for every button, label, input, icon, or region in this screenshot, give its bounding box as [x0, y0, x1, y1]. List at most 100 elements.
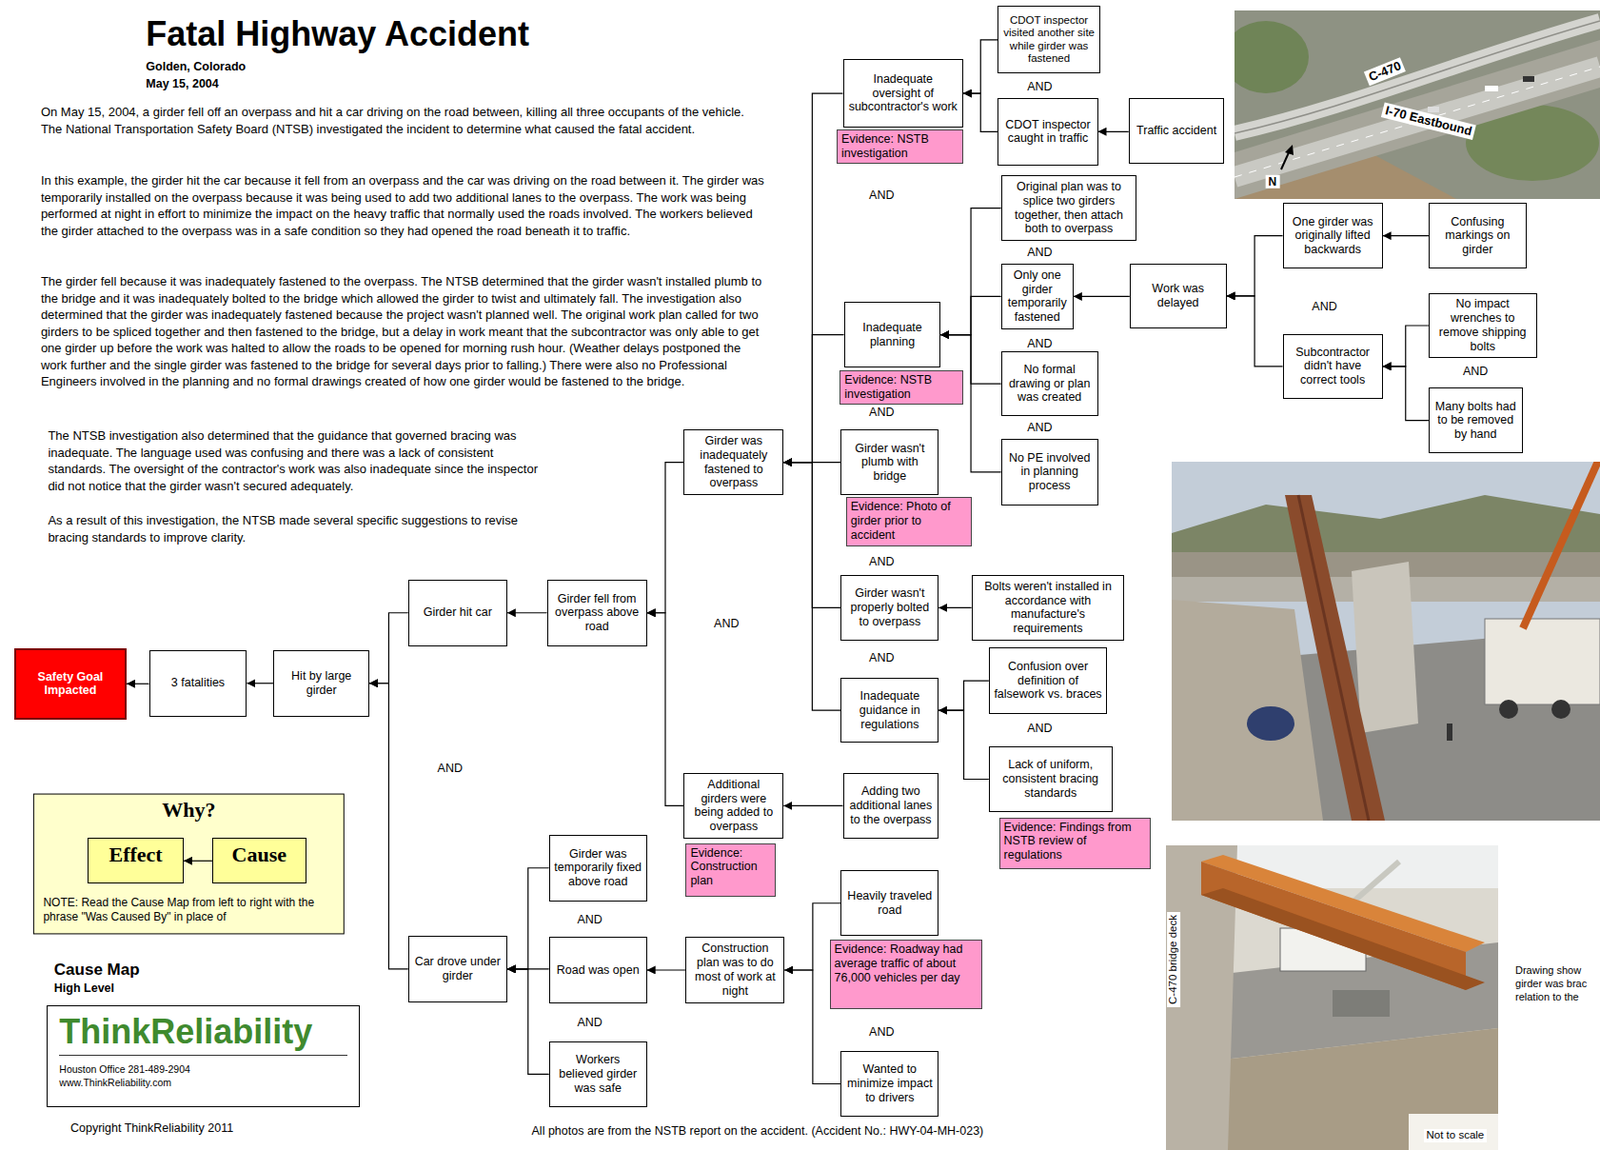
connector: [246, 682, 274, 684]
node-text: Inadequate planning: [849, 320, 937, 350]
node-text: Houston Office 281-489-2904 www.ThinkRel…: [59, 1063, 226, 1089]
node-text: Wanted to minimize impact to drivers: [845, 1062, 934, 1105]
photo-shape: [1171, 461, 1600, 821]
cause-box: Lack of uniform, consistent bracing stan…: [988, 746, 1113, 813]
node-text: 3 fatalities: [154, 675, 243, 691]
cause-box: Girder hit car: [408, 579, 508, 647]
cause-box: Girder fell from overpass above road: [547, 579, 648, 647]
and-label: AND: [869, 405, 894, 420]
evidence-box: Evidence: Construction plan: [685, 843, 775, 898]
connector: [783, 805, 843, 807]
node-text: Only one girder temporarily fastened: [1006, 268, 1069, 325]
and-label: AND: [869, 187, 894, 202]
node-text: Original plan was to splice two girders …: [1006, 179, 1133, 237]
cause-box: Additional girders were being added to o…: [683, 772, 784, 840]
node-text: CDOT inspector visited another site whil…: [1002, 14, 1095, 66]
photo-shape: [1234, 20, 1309, 94]
photo-caption: Drawing show girder was brac relation to…: [1515, 963, 1598, 1004]
connector: [963, 39, 998, 94]
cause-box: Only one girder temporarily fastened: [1001, 263, 1074, 331]
connector: [938, 680, 989, 711]
and-label: AND: [576, 911, 602, 927]
legend-key-box: Effect: [87, 837, 184, 884]
node-text: Evidence: NSTB investigation: [844, 373, 959, 402]
cause-box: Inadequate planning: [844, 301, 942, 368]
node-text: Girder fell from overpass above road: [552, 592, 643, 634]
node-text: Girder hit car: [413, 605, 503, 620]
and-label: AND: [576, 1015, 602, 1030]
connector: [940, 296, 1001, 335]
paragraph: As a result of this investigation, the N…: [47, 512, 553, 546]
collapse-photo: [1171, 461, 1600, 821]
node-text: Confusing markings on girder: [1433, 215, 1522, 257]
connector: [783, 335, 844, 463]
photo-shape: [1522, 76, 1535, 82]
and-label: AND: [1027, 79, 1052, 95]
cause-box: Girder wasn't plumb with bridge: [840, 429, 939, 495]
node-text: Road was open: [553, 963, 643, 978]
node-text: Heavily traveled road: [845, 888, 934, 918]
photo-credit: All photos are from the NSTB report on t…: [532, 1124, 985, 1139]
photo-shape: [1484, 618, 1600, 705]
node-text: Girder was temporarily fixed above road: [553, 847, 643, 889]
cause-box: CDOT inspector visited another site whil…: [997, 5, 1100, 74]
node-text: Evidence: Roadway had average traffic of…: [834, 942, 979, 985]
scale-note: Not to scale: [1423, 1128, 1488, 1143]
photo-shape: [1171, 599, 1324, 821]
evidence-box: Evidence: NSTB investigation: [839, 370, 964, 405]
cause-box: Adding two additional lanes to the overp…: [843, 772, 940, 840]
photo-shape: [1484, 85, 1499, 92]
node-text: Car drove under girder: [413, 954, 503, 984]
connector: [1382, 235, 1429, 237]
cause-box: Bolts weren't installed in accordance wi…: [971, 574, 1126, 642]
node-text: Why?: [33, 798, 344, 822]
paragraph: The NTSB investigation also determined t…: [47, 427, 553, 494]
cause-box: Traffic accident: [1128, 98, 1225, 164]
photo-shape: [1446, 723, 1453, 741]
connector: [369, 612, 409, 684]
node-text: Confusion over definition of falsework v…: [993, 659, 1103, 702]
photo-shape: [1427, 106, 1440, 113]
photo-label: C-470 bridge deck: [1166, 911, 1181, 1008]
section-heading: Cause Map: [54, 960, 140, 980]
photo-shape: [1284, 494, 1385, 821]
cause-box: Wanted to minimize impact to drivers: [840, 1050, 939, 1117]
connector: [183, 860, 213, 862]
connector: [647, 612, 685, 807]
and-label: AND: [1027, 420, 1052, 435]
node-text: Evidence: Construction plan: [690, 846, 771, 889]
connector: [938, 710, 989, 779]
photo-shape: [1551, 699, 1571, 719]
photo-shape: [1165, 845, 1499, 1150]
evidence-box: Evidence: Findings from NSTB review of r…: [999, 817, 1152, 870]
photo-shape: [1499, 699, 1519, 719]
cause-box: Road was open: [549, 936, 648, 1004]
connector: [647, 968, 687, 970]
node-text: Evidence: NSTB investigation: [841, 132, 959, 161]
evidence-box: Evidence: Photo of girder prior to accid…: [846, 496, 972, 546]
goal-box: Safety Goal Impacted: [14, 648, 127, 720]
paragraph: On May 15, 2004, a girder fell off an ov…: [40, 103, 766, 138]
cause-box: Inadequate oversight of subcontractor's …: [843, 59, 965, 128]
photo-shape: [1351, 561, 1419, 733]
node-text: Hit by large girder: [277, 669, 365, 698]
connector: [1098, 131, 1129, 133]
node-text: Workers believed girder was safe: [553, 1052, 643, 1095]
node-text: Girder wasn't plumb with bridge: [845, 441, 934, 484]
connector: [369, 683, 409, 969]
connector: [126, 683, 150, 685]
cause-box: 3 fatalities: [149, 650, 248, 717]
cause-box: Original plan was to splice two girders …: [1001, 175, 1138, 241]
cause-box: Girder was temporarily fixed above road: [549, 834, 648, 902]
cause-box: Confusion over definition of falsework v…: [988, 647, 1107, 715]
node-text: Construction plan was to do most of work…: [690, 941, 780, 998]
node-text: Work was delayed: [1134, 281, 1223, 311]
cause-box: Work was delayed: [1129, 263, 1227, 330]
cause-box: Car drove under girder: [408, 935, 508, 1003]
photo-shape: [1201, 888, 1485, 990]
connector: [1382, 325, 1429, 367]
and-label: AND: [437, 761, 463, 776]
node-text: Evidence: Photo of girder prior to accid…: [850, 499, 968, 542]
